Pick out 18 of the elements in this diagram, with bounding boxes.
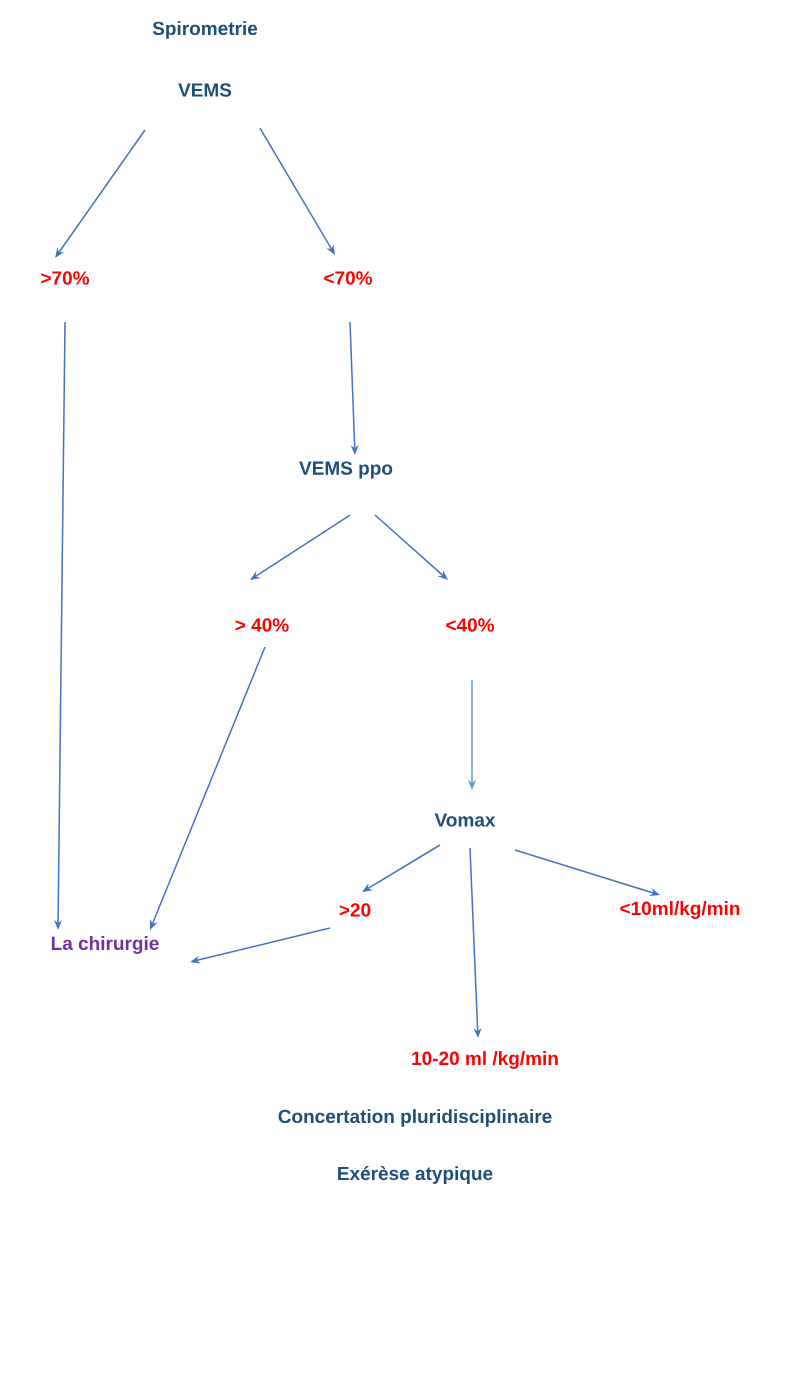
- step-label: VEMS: [178, 83, 232, 97]
- step-label: Vomax: [434, 813, 496, 827]
- threshold-label: 10-20 ml /kg/min: [412, 1051, 558, 1069]
- threshold-label: <40%: [446, 618, 495, 632]
- title: Spirometrie: [152, 21, 258, 39]
- threshold-label: > 40%: [235, 618, 289, 632]
- note-label: Exérèse atypique: [338, 1166, 493, 1184]
- arrow: [374, 514, 448, 580]
- arrow: [259, 127, 335, 255]
- step-label: VEMS ppo: [299, 461, 393, 479]
- outcome-label: La chirurgie: [51, 936, 159, 954]
- threshold-label: >20: [339, 903, 371, 917]
- arrow: [250, 514, 351, 580]
- note-label: Concertation pluridisciplinaire: [278, 1109, 552, 1127]
- threshold-label: >70%: [41, 271, 90, 285]
- threshold-label: <70%: [324, 271, 373, 285]
- threshold-label: <10ml/kg/min: [620, 901, 740, 919]
- arrow: [55, 129, 146, 258]
